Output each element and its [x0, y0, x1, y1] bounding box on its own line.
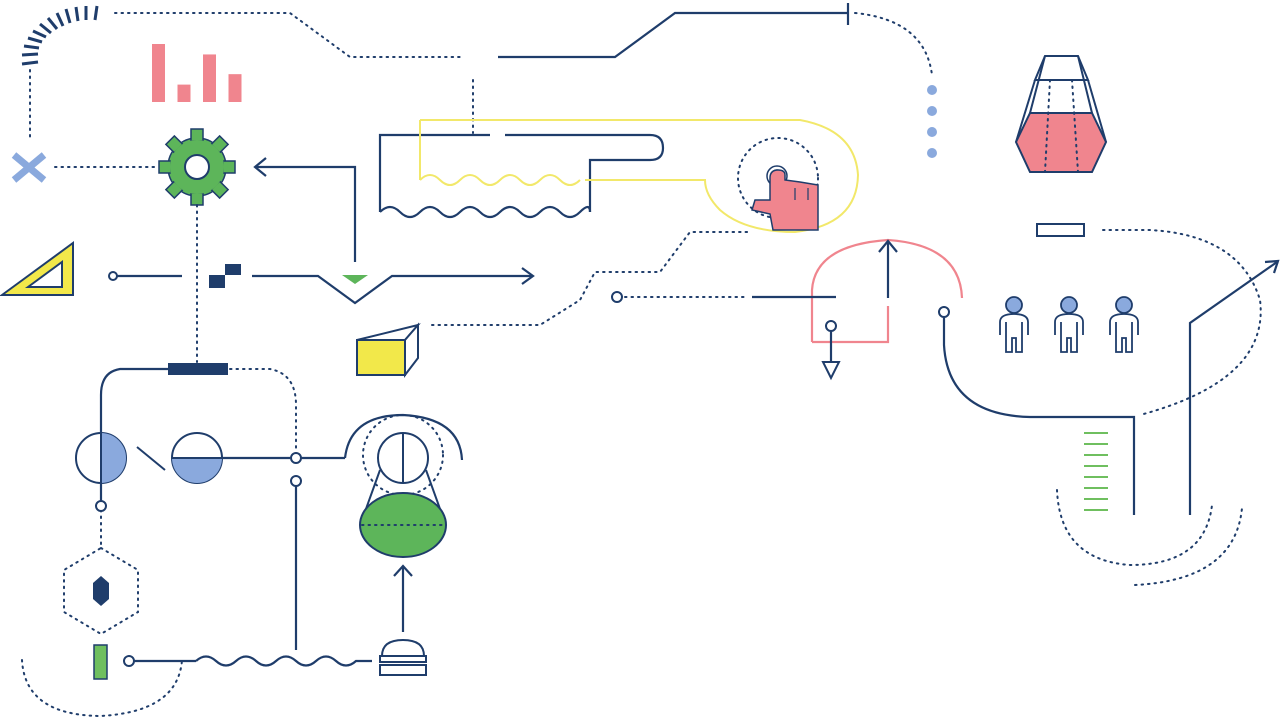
node-circle — [95, 500, 107, 512]
connector-dotted — [229, 368, 297, 451]
node-circle — [123, 655, 135, 667]
node-circle — [290, 452, 302, 464]
gauge-arrow-up — [878, 239, 898, 298]
hexagon-gem-icon — [93, 576, 109, 606]
gear-icon — [158, 128, 236, 206]
lens-icon — [75, 432, 127, 484]
node-circle — [825, 320, 837, 332]
arrow-head-down — [821, 361, 841, 381]
node-circle — [290, 475, 302, 487]
yellow-wave — [419, 174, 581, 186]
level-scale-icon — [1084, 432, 1108, 511]
person-icon — [1054, 296, 1084, 353]
dome-bell-icon — [379, 638, 427, 676]
connector-prism-hand — [431, 231, 751, 326]
hexagon-flask-icon — [1014, 55, 1108, 173]
connector-dotted-arc — [854, 12, 933, 76]
wave-line — [195, 655, 372, 667]
node-circle — [938, 306, 950, 318]
yellow-outline — [419, 119, 860, 234]
person-icon — [999, 296, 1029, 353]
bar-icon-bar — [177, 84, 191, 102]
pointing-hand-icon — [737, 137, 819, 231]
connector-dotted-top — [114, 12, 461, 58]
switch-line — [136, 446, 166, 471]
arrow-head-right — [521, 267, 535, 285]
prism-box-icon — [356, 322, 421, 378]
pulley-flask-icon — [343, 413, 464, 558]
dotted-arc-bottom-right-outer — [1134, 507, 1243, 586]
bar-icon-bar — [228, 74, 242, 102]
person-icon — [1109, 296, 1139, 353]
gauge-inner — [812, 306, 890, 344]
wave-line — [379, 205, 592, 219]
cross-icon — [11, 152, 47, 183]
dotted-arc-bottom-left — [21, 659, 183, 718]
dark-bar — [168, 363, 228, 375]
connector-arrow-up — [393, 564, 413, 632]
pixel-steps-icon — [209, 264, 241, 288]
connector-line — [99, 367, 168, 438]
connector-curve — [942, 317, 1136, 515]
lens-icon — [171, 432, 223, 484]
signal-arc-icon — [21, 5, 99, 66]
small-rectangle — [1036, 223, 1085, 237]
connector-v-line — [252, 274, 532, 305]
set-square-icon — [0, 241, 74, 296]
arrow-head-left — [253, 157, 267, 177]
triangle-marker-icon — [342, 275, 368, 284]
arrow-head-up-right — [1264, 259, 1280, 274]
bar-icon-bar — [203, 54, 216, 102]
connector-gear-arrow — [256, 165, 357, 262]
connector-right-loop — [1102, 229, 1262, 416]
vertical-dots-icon — [927, 85, 937, 158]
node-circle — [611, 291, 623, 303]
connector-arrow-up-right — [1188, 261, 1278, 515]
green-bar — [93, 644, 108, 680]
node-circle — [108, 271, 118, 281]
connector-top-right-line — [498, 11, 848, 59]
bar-icon-bar — [152, 44, 165, 102]
dotted-arc-bottom-right — [1056, 489, 1213, 567]
pipe-container — [378, 133, 665, 212]
bar-chart-icon — [152, 44, 242, 102]
